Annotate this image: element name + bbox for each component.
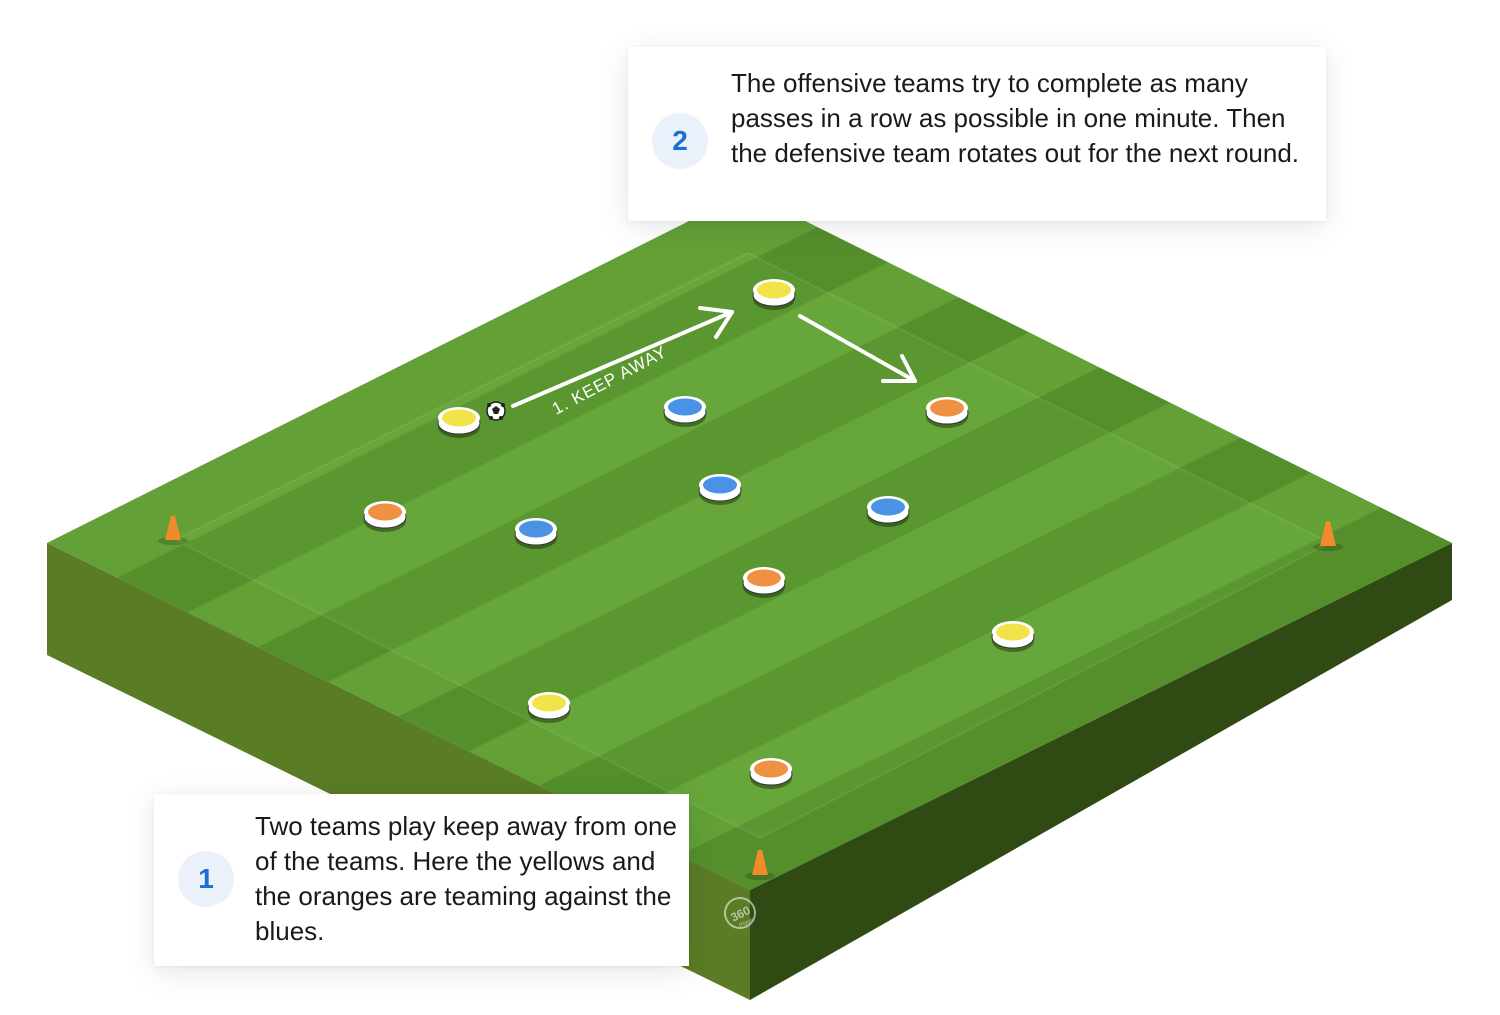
pass-arrow xyxy=(798,314,917,383)
instruction-text: Two teams play keep away from one of the… xyxy=(255,811,677,946)
step-number-badge: 2 xyxy=(652,113,708,169)
cone xyxy=(158,516,188,545)
field-stripe xyxy=(328,332,1100,717)
player-marker-blue xyxy=(514,518,558,549)
cone xyxy=(1313,521,1343,551)
player-marker-blue xyxy=(663,396,707,427)
field-stripe xyxy=(257,297,1029,682)
player-marker-yellow xyxy=(752,279,796,310)
field-side-right xyxy=(750,543,1452,1000)
field-stripe xyxy=(609,472,1382,856)
field-stripe xyxy=(117,227,889,613)
field-stripe xyxy=(539,437,1311,821)
player-marker-orange xyxy=(925,397,969,428)
player-marker-blue xyxy=(698,474,742,505)
player-marker-yellow xyxy=(527,692,571,723)
player-marker-orange xyxy=(363,501,407,532)
field-stripe xyxy=(187,262,959,648)
field-stripe xyxy=(398,367,1170,752)
field-stripe xyxy=(468,402,1241,786)
field-stripe xyxy=(679,507,1452,890)
instruction-text: The offensive teams try to complete as m… xyxy=(731,68,1300,168)
instruction-card-2: 2 The offensive teams try to complete as… xyxy=(628,47,1326,221)
player-marker-yellow xyxy=(991,621,1035,652)
player-marker-yellow xyxy=(437,407,481,438)
play-zone-fill xyxy=(175,253,1330,838)
player-marker-orange xyxy=(742,567,786,598)
soccer-ball-icon xyxy=(486,401,506,421)
cone xyxy=(745,850,775,880)
step-number-badge: 1 xyxy=(178,851,234,907)
pass-arrow xyxy=(511,306,734,408)
field-stripes xyxy=(47,192,1452,890)
field-stripe xyxy=(47,192,818,578)
instruction-card-1: 1 Two teams play keep away from one of t… xyxy=(154,794,689,966)
player-marker-orange xyxy=(749,758,793,789)
player-marker-blue xyxy=(866,496,910,527)
